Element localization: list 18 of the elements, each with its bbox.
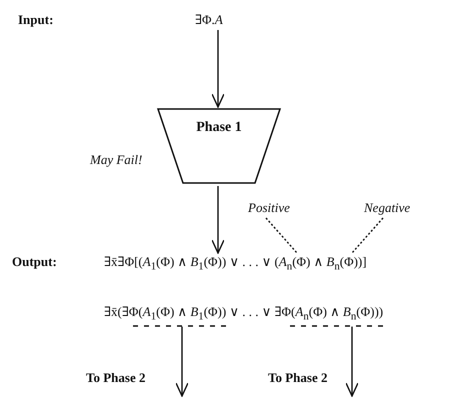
edge-label: To Phase 2 bbox=[268, 370, 328, 386]
leader-line bbox=[265, 218, 298, 254]
formula-text: ∃Φ.A bbox=[195, 12, 223, 28]
leader-line bbox=[351, 218, 384, 254]
node-title: Phase 1 bbox=[195, 120, 243, 136]
edge-label: To Phase 2 bbox=[86, 370, 146, 386]
formula-text: ∃x̄∃Φ[(A$_{1}$(Φ) ∧ B$_{1}$(Φ)) ∨ . . . ∨ (A$_{n}$(Φ) ∧ B$_{n}$(Φ))] bbox=[104, 254, 367, 275]
annotation-text: Positive bbox=[248, 200, 290, 216]
note-text: May Fail! bbox=[90, 152, 142, 168]
arrow bbox=[345, 326, 359, 397]
formula-text: ∃x̄(∃Φ(A$_{1}$(Φ) ∧ B$_{1}$(Φ)) ∨ . . . ∨ ∃Φ(A$_{n}$(Φ) ∧ B$_{n}$(Φ))) bbox=[104, 304, 384, 325]
annotation-text: Negative bbox=[364, 200, 410, 216]
process-trapezoid bbox=[157, 108, 281, 184]
arrow bbox=[211, 30, 225, 108]
arrow bbox=[175, 326, 189, 397]
arrow bbox=[211, 186, 225, 254]
row-label: Input: bbox=[18, 12, 54, 28]
row-label: Output: bbox=[12, 254, 57, 270]
